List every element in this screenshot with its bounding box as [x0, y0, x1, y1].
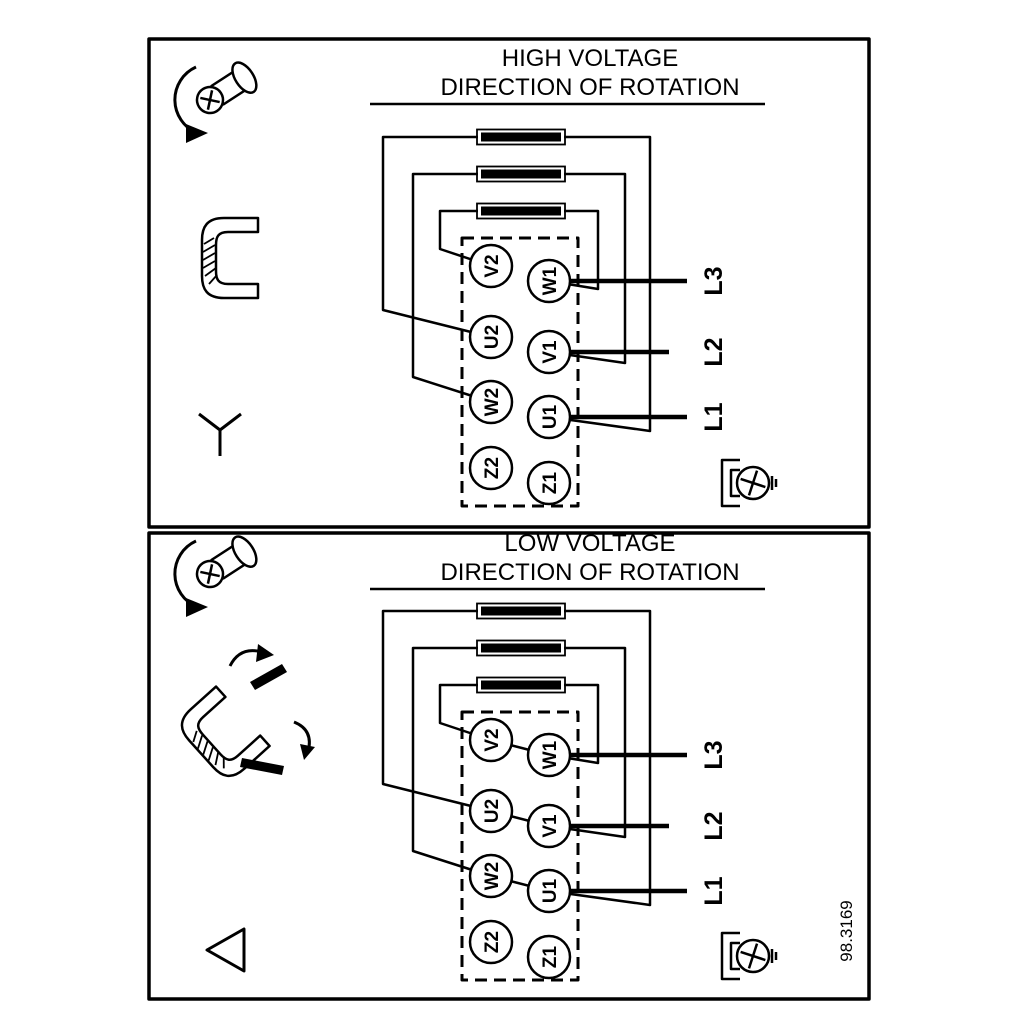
panel-subtitle: DIRECTION OF ROTATION [440, 74, 739, 101]
ground-screw-icon [720, 931, 778, 981]
terminal-v1 [526, 803, 572, 849]
terminal-w1 [526, 258, 572, 304]
terminal-block-outline [460, 710, 580, 982]
terminal-label: Z2 [482, 931, 503, 953]
high-voltage-panel-border [147, 37, 871, 529]
supply-label-l1: L1 [700, 402, 728, 431]
terminal-v1 [526, 329, 572, 375]
terminal-w2 [468, 379, 514, 425]
terminal-label: V1 [540, 340, 561, 364]
wire-bar1-left [381, 135, 492, 339]
panel-subtitle: DIRECTION OF ROTATION [440, 559, 739, 586]
jumper-piece-icon [250, 664, 287, 690]
wire-bar1-left [381, 609, 492, 813]
frame [147, 37, 871, 1001]
terminal-block: V2 U2 W2 Z2 W1 V1 U1 Z1 [460, 236, 580, 508]
terminal-block: V2 U2 W2 Z2 W1 V1 U1 Z1 [460, 710, 580, 982]
supply-label-l3: L3 [700, 266, 728, 295]
jumper-bar [481, 643, 561, 653]
jumper-bracket-icon [200, 216, 260, 300]
terminal-u2 [468, 788, 514, 834]
rotate-arrowhead-top [256, 644, 274, 662]
wire-bar3-right [548, 209, 600, 291]
wire-bar2-left [411, 646, 492, 878]
terminal-v2 [468, 717, 514, 763]
terminal-z1 [526, 934, 572, 980]
wire-bar1-right [548, 609, 652, 907]
terminal-u2 [468, 314, 514, 360]
star-connection-icon [198, 412, 242, 456]
jumper-bar [481, 680, 561, 690]
terminal-w2 [468, 853, 514, 899]
terminal-label: W1 [540, 266, 561, 295]
supply-label-l2: L2 [700, 337, 728, 366]
wire-bar2-right [548, 172, 627, 365]
panel-title: HIGH VOLTAGE [502, 45, 678, 72]
terminal-label: U2 [482, 799, 503, 823]
delta-jumper-cluster-icon [173, 644, 315, 785]
terminal-u1 [526, 868, 572, 914]
high-voltage-panel: HIGH VOLTAGE DIRECTION OF ROTATION [173, 45, 778, 508]
terminal-label: U1 [540, 878, 561, 903]
jumper-bar [481, 606, 561, 616]
delta-connection-icon [205, 927, 246, 973]
screw-rotation-icon [173, 531, 263, 619]
terminal-label: W2 [482, 388, 503, 417]
wire-bar1-right [548, 135, 652, 433]
terminal-label: V2 [482, 728, 503, 751]
terminal-v2 [468, 243, 514, 289]
jumper-bar [481, 169, 561, 179]
terminal-label: W1 [540, 740, 561, 769]
screw-rotation-icon [173, 57, 263, 145]
jumper-bars [476, 128, 566, 220]
figure-number: 98.3169 [837, 900, 856, 961]
low-voltage-panel-border [147, 531, 871, 1001]
jumper-bar [481, 206, 561, 216]
supply-label-l1: L1 [700, 876, 728, 905]
terminal-z1 [526, 460, 572, 506]
terminal-label: W2 [482, 862, 503, 891]
panel-title: LOW VOLTAGE [504, 530, 675, 557]
rotate-arrowhead-right [300, 744, 315, 760]
terminal-label: U2 [482, 325, 503, 349]
terminal-z2 [468, 919, 514, 965]
wire-bar3-left [438, 209, 492, 268]
wire-bar3-left [438, 683, 492, 742]
terminal-label: Z1 [540, 471, 561, 494]
low-voltage-panel: LOW VOLTAGE DIRECTION OF ROTATION [173, 530, 856, 982]
terminal-block-outline [460, 236, 580, 508]
ground-screw-icon [720, 458, 778, 508]
jumper-piece-icon [240, 758, 284, 775]
terminal-w1 [526, 732, 572, 778]
terminal-u1 [526, 394, 572, 440]
terminal-label: V2 [482, 254, 503, 277]
terminal-z2 [468, 445, 514, 491]
terminal-label: U1 [540, 404, 561, 429]
terminal-label: Z1 [540, 945, 561, 968]
wire-bar3-right [548, 683, 600, 765]
supply-label-l2: L2 [700, 811, 728, 840]
wiring [381, 609, 687, 907]
terminal-label: V1 [540, 814, 561, 838]
wire-bar2-left [411, 172, 492, 404]
supply-label-l3: L3 [700, 740, 728, 769]
wire-bar2-right [548, 646, 627, 839]
jumper-bars [476, 602, 566, 694]
jumper-bar [481, 132, 561, 142]
terminal-label: Z2 [482, 457, 503, 479]
